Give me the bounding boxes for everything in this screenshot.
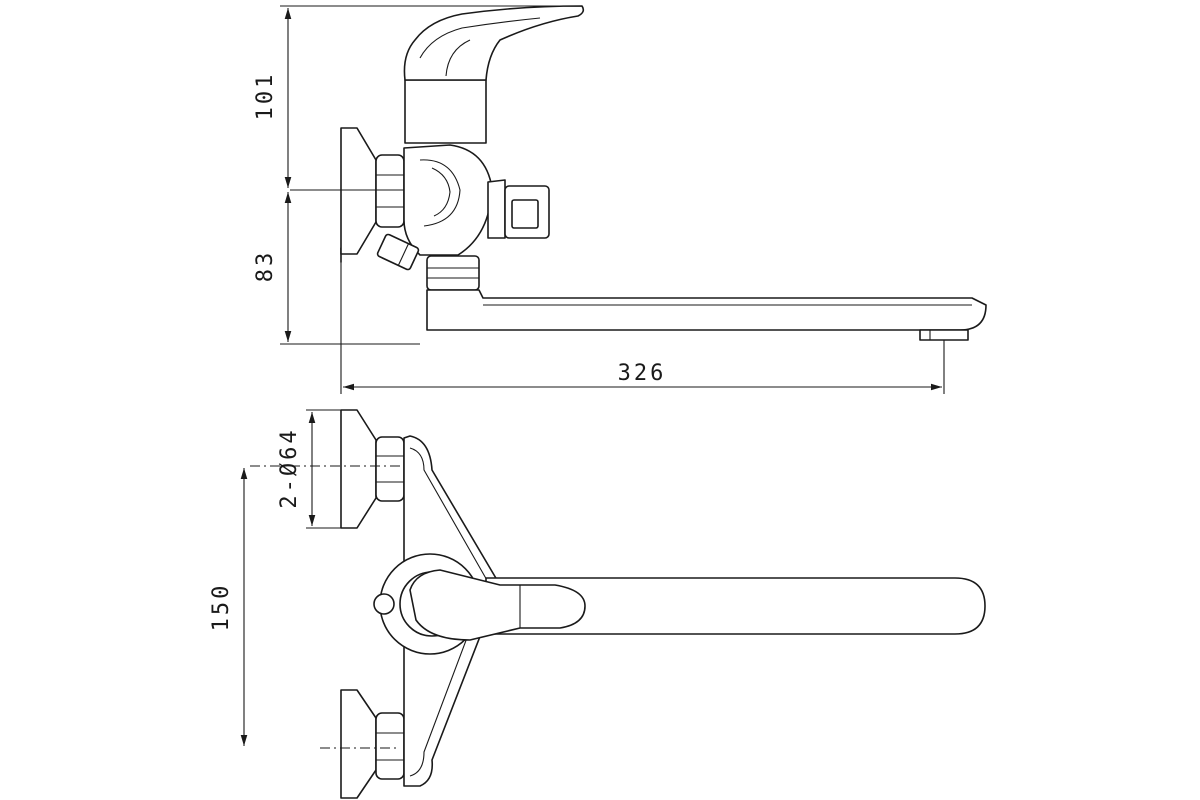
mixer-body [404, 79, 487, 144]
dim-label-326: 326 [618, 361, 667, 386]
dim-label-83: 83 [253, 250, 278, 283]
dimension-83: 83 [253, 192, 420, 345]
dimension-326: 326 [340, 262, 945, 394]
dim-label-101: 101 [253, 72, 278, 121]
upper-nut [375, 436, 405, 502]
spout-top [485, 577, 986, 635]
dimension-150: 150 [209, 468, 248, 746]
dimension-diameter: 2-Ø64 [277, 409, 345, 529]
shower-outlet [376, 233, 420, 271]
diverter-knob [487, 179, 550, 239]
dim-label-150: 150 [209, 583, 234, 632]
spout-collar [426, 255, 480, 291]
upper-flange [340, 409, 377, 529]
spout [426, 289, 987, 331]
connector-nut [375, 154, 405, 228]
lever-top [409, 569, 586, 641]
lower-flange [340, 689, 377, 799]
side-view: 101 83 326 [253, 5, 987, 394]
dimension-101: 101 [253, 5, 580, 188]
lower-nut [375, 712, 405, 780]
top-view: 2-Ø64 150 [209, 409, 986, 799]
dim-label-diameter: 2-Ø64 [277, 427, 302, 508]
wall-flange [340, 127, 377, 255]
